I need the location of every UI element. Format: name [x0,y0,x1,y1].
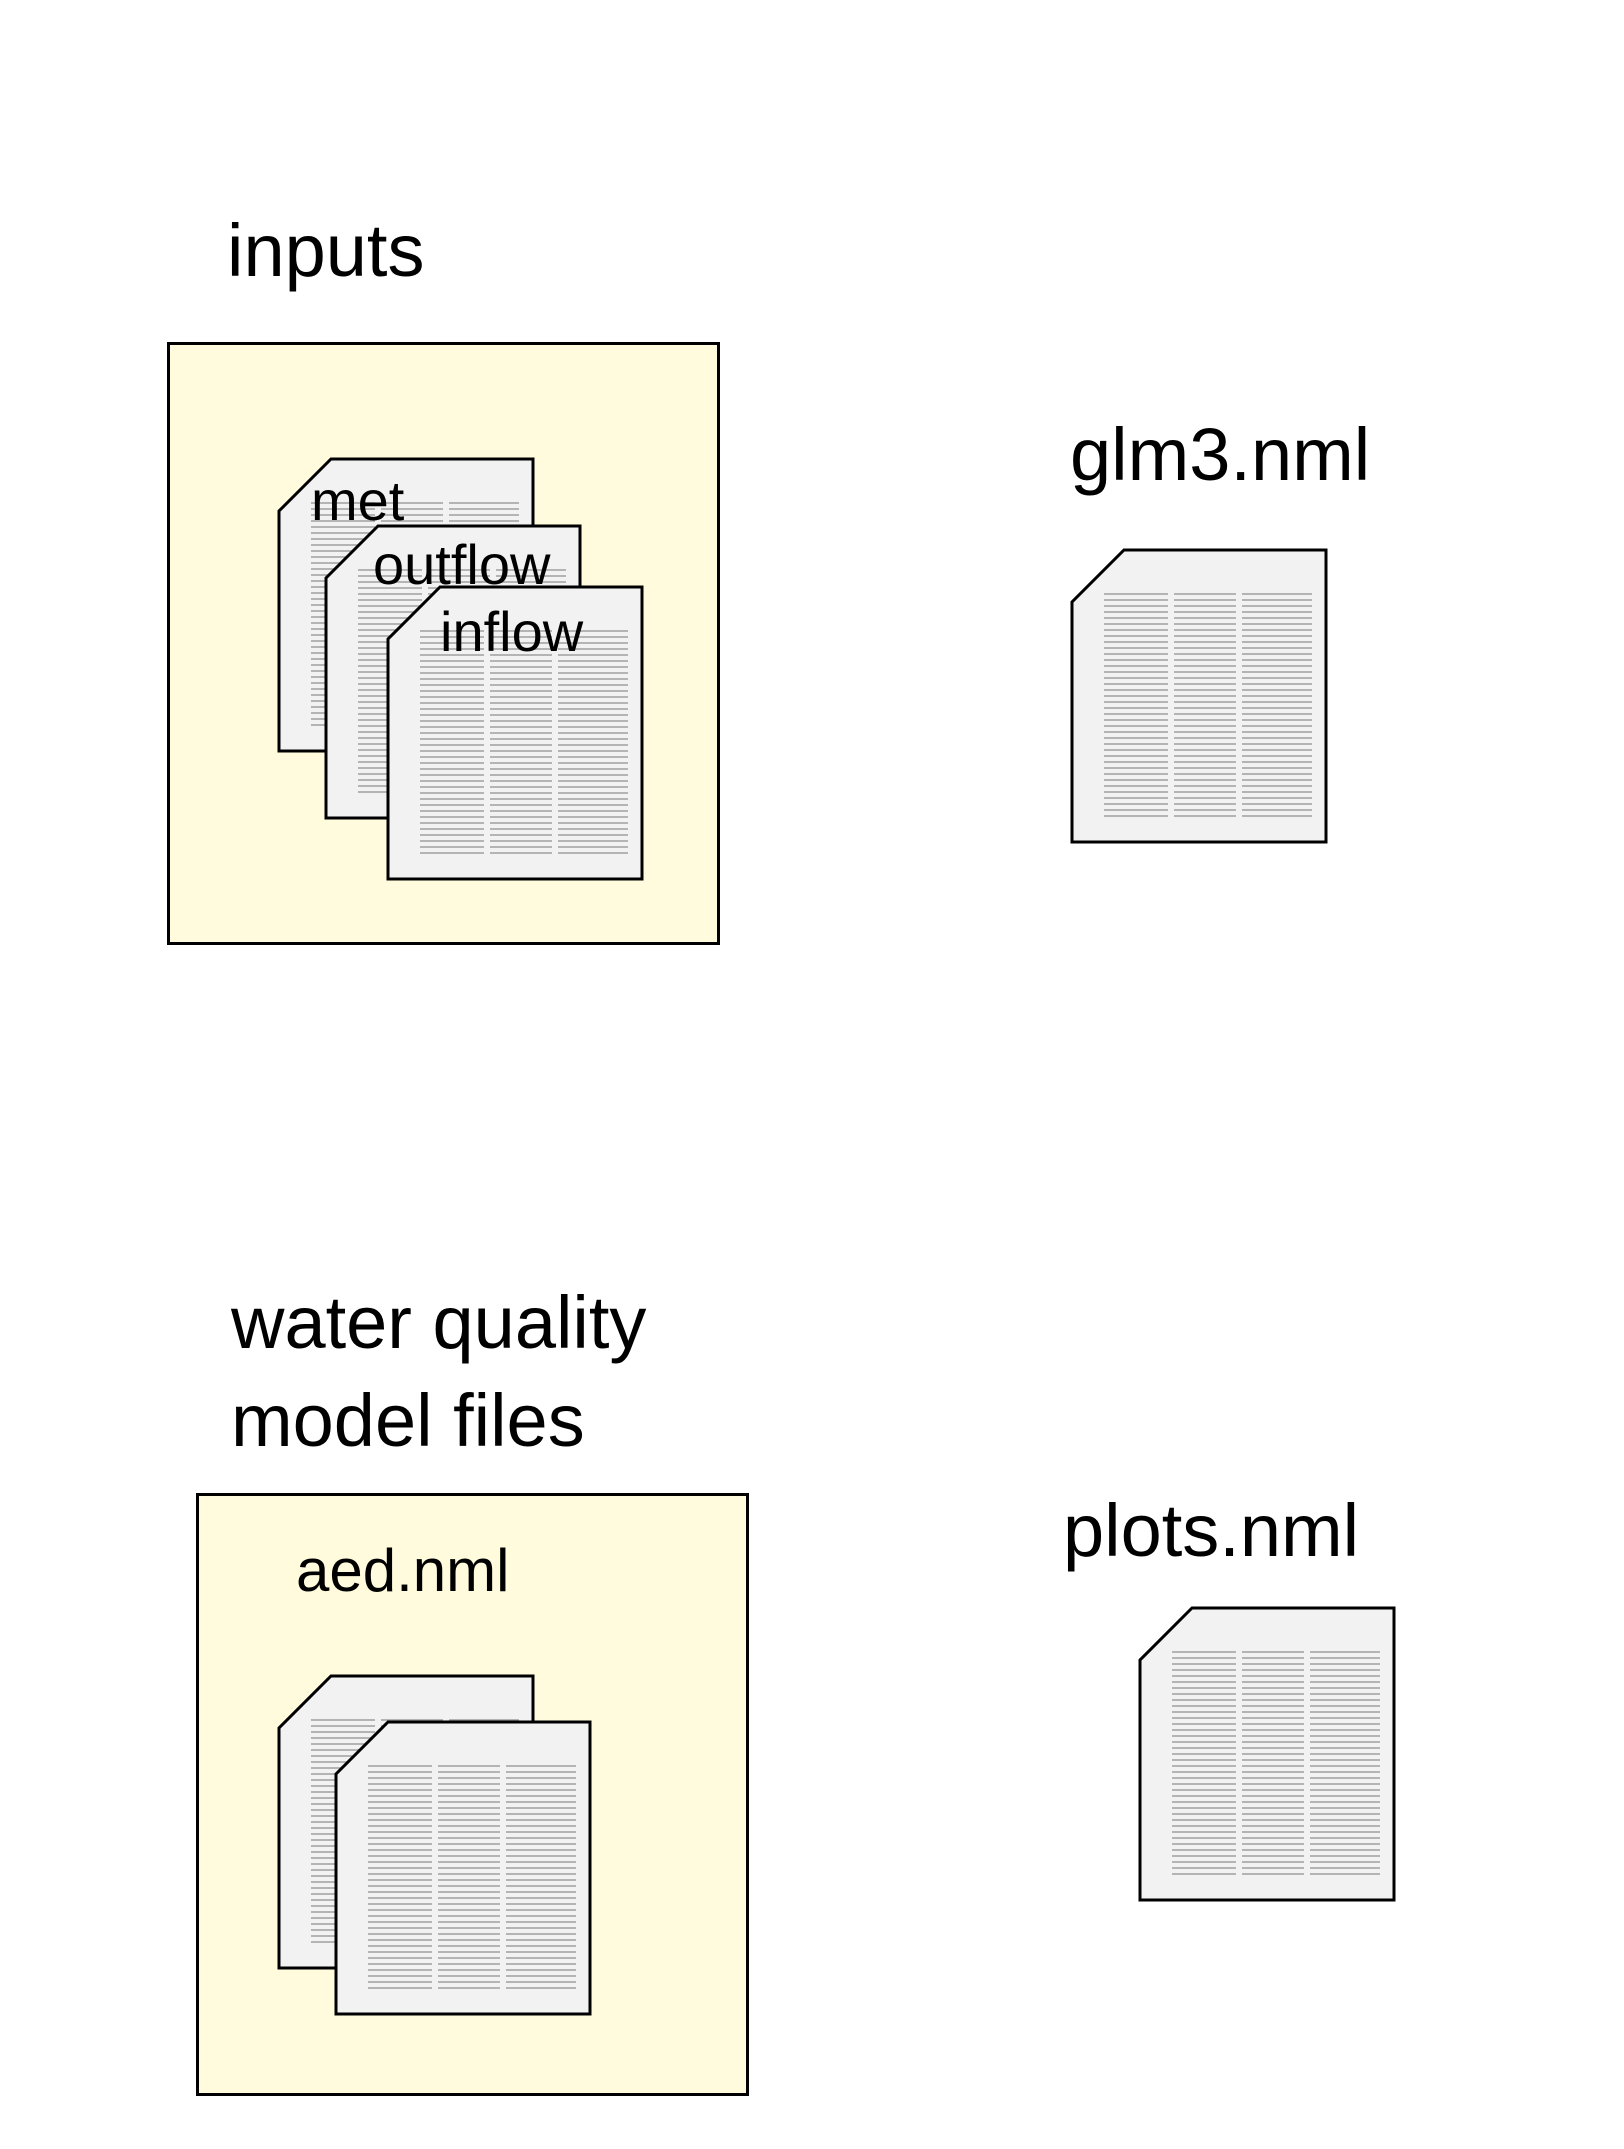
document-icon [1070,548,1328,844]
glm3-file-label: glm3.nml [1070,413,1371,496]
document-text-lines [368,1765,576,1989]
document-text-lines [420,630,628,854]
aed-nml-label: aed.nml [296,1537,510,1604]
document-icon [1138,1606,1396,1902]
plots-file-label: plots.nml [1063,1489,1360,1572]
document-icon [386,585,644,881]
water-quality-title-line2: model files [231,1379,585,1462]
water-quality-title-line1: water quality [231,1281,647,1364]
inputs-title: inputs [227,209,425,292]
document-icon [334,1720,592,2016]
document-text-lines [1104,593,1312,817]
outflow-file-label: outflow [373,533,551,596]
met-file-label: met [311,469,405,532]
inflow-file-label: inflow [440,600,584,663]
document-text-lines [1172,1651,1380,1875]
